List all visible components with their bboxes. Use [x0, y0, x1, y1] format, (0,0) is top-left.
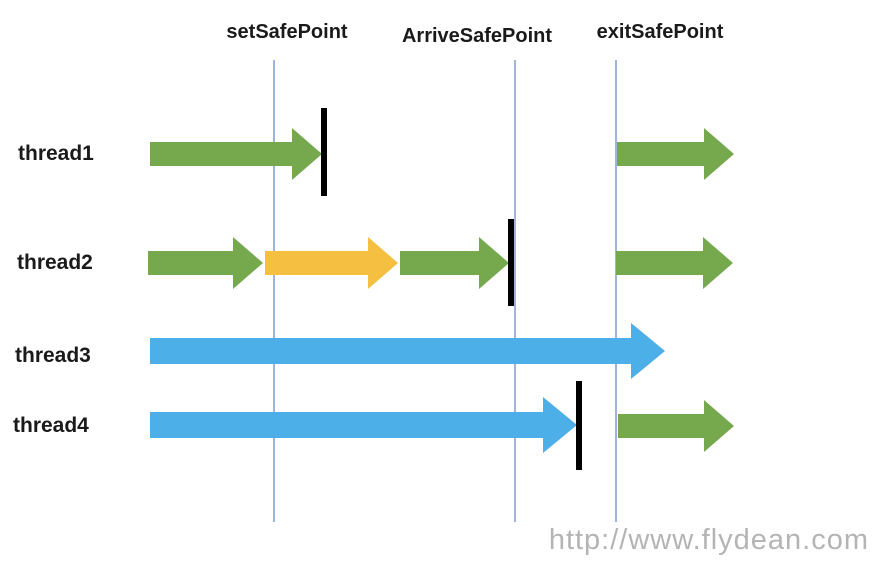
- thread2-safepoint-region-arrow: [265, 237, 398, 289]
- arrow-head-icon: [479, 237, 509, 289]
- thread1-label: thread1: [18, 142, 94, 165]
- thread1-resume-arrow: [617, 128, 734, 180]
- arrow-body: [616, 251, 703, 275]
- arrow-head-icon: [704, 400, 734, 452]
- exit-safepoint-line: [615, 60, 617, 522]
- arrow-body: [618, 414, 704, 438]
- arrow-body: [617, 142, 704, 166]
- thread2-run-arrow: [148, 237, 263, 289]
- thread2-continue-arrow: [400, 237, 509, 289]
- arrow-head-icon: [368, 237, 398, 289]
- thread1-run-arrow: [150, 128, 322, 180]
- thread2-resume-arrow: [616, 237, 733, 289]
- thread3-label: thread3: [15, 344, 91, 367]
- arrow-head-icon: [703, 237, 733, 289]
- arrow-body: [400, 251, 479, 275]
- arrow-head-icon: [704, 128, 734, 180]
- arrow-body: [150, 338, 631, 364]
- arrow-body: [148, 251, 233, 275]
- thread3-run-arrow: [150, 323, 665, 379]
- thread4-resume-arrow: [618, 400, 734, 452]
- arrow-body: [150, 142, 292, 166]
- arrow-head-icon: [233, 237, 263, 289]
- thread4-stop-bar: [576, 381, 582, 470]
- arrow-head-icon: [543, 397, 577, 453]
- exit-safepoint-label: exitSafePoint: [596, 21, 724, 43]
- thread2-stop-bar: [508, 219, 514, 306]
- thread4-label: thread4: [13, 414, 89, 437]
- arrive-safepoint-label: ArriveSafePoint: [401, 25, 553, 47]
- thread1-stop-bar: [321, 108, 327, 196]
- set-safepoint-line: [273, 60, 275, 522]
- arrow-body: [150, 412, 543, 438]
- watermark-url: http://www.flydean.com: [548, 524, 869, 556]
- arrive-safepoint-line: [514, 60, 516, 522]
- arrow-head-icon: [292, 128, 322, 180]
- thread4-run-arrow: [150, 397, 577, 453]
- set-safepoint-label: setSafePoint: [226, 21, 348, 43]
- thread2-label: thread2: [17, 251, 93, 274]
- arrow-head-icon: [631, 323, 665, 379]
- arrow-body: [265, 251, 368, 275]
